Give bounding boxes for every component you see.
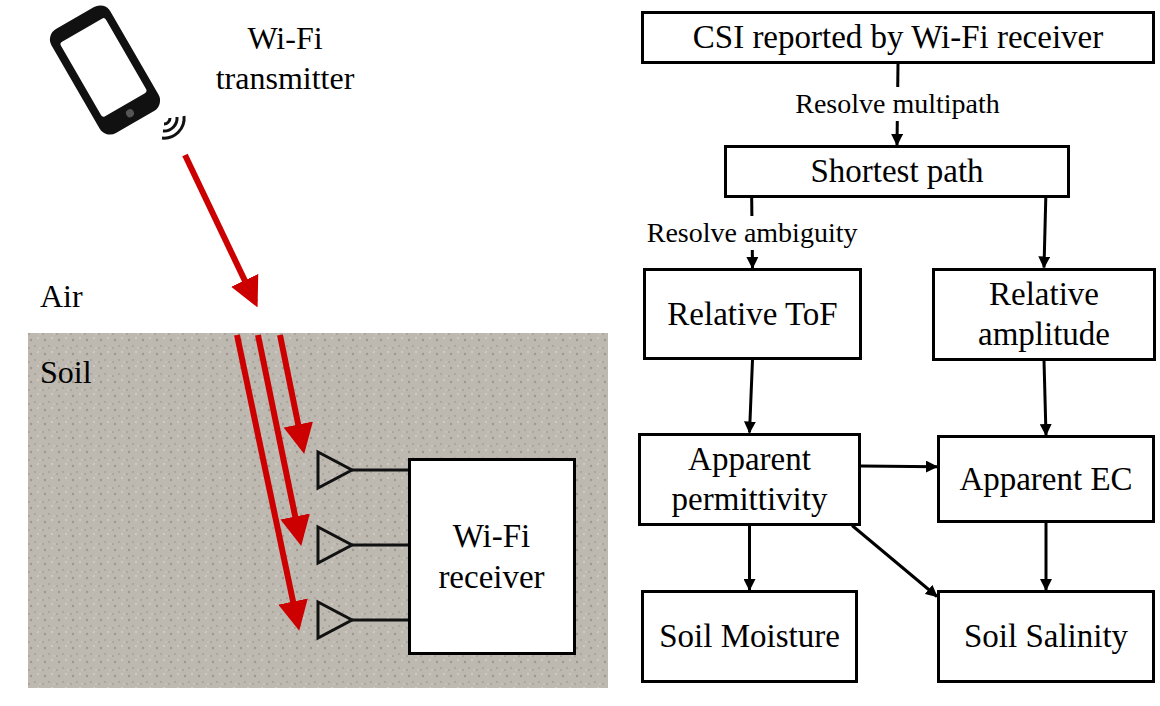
text-group: Soil Moisture — [651, 614, 848, 658]
node-text: CSI reported by Wi-Fi receiver — [685, 15, 1111, 59]
soil-region — [28, 333, 608, 688]
process-box: Soil Salinity — [937, 590, 1155, 683]
process-box: Relative amplitude — [932, 268, 1156, 361]
flow-arrow — [1045, 523, 1048, 590]
text-group: Relative ToF — [659, 292, 845, 336]
flow-arrow — [852, 526, 937, 597]
flow-arrow — [748, 526, 751, 591]
text-group: Apparent permittivity — [641, 437, 858, 522]
receiver-box: Wi-Fi receiver — [408, 458, 576, 655]
text-group: Relative amplitude — [935, 272, 1153, 357]
text-group: Shortest path — [802, 149, 991, 193]
process-box: Soil Moisture — [641, 590, 858, 683]
signal-waves — [162, 116, 184, 138]
radio-path-arrows — [185, 155, 303, 625]
process-box: CSI reported by Wi-Fi receiver — [641, 11, 1155, 64]
edge-label: Resolve multipath — [791, 87, 1004, 121]
flow-arrow — [1044, 198, 1046, 268]
node-text: Soil Moisture — [651, 614, 848, 658]
antenna-symbols — [318, 452, 416, 638]
text-group: Wi-Fi receiver — [414, 514, 570, 599]
process-box: Shortest path — [724, 145, 1070, 198]
phone-icon — [46, 1, 165, 139]
flow-arrow — [750, 360, 753, 433]
process-box: Apparent EC — [937, 435, 1155, 523]
process-box: Apparent permittivity — [638, 433, 861, 526]
free-label: Air — [40, 276, 120, 316]
text-group: Apparent EC — [951, 457, 1140, 501]
node-text: Wi-Fi receiver — [414, 514, 570, 599]
node-text: Soil Salinity — [956, 614, 1136, 658]
node-text: Shortest path — [802, 149, 991, 193]
flow-arrow — [861, 464, 937, 468]
text-group: CSI reported by Wi-Fi receiver — [685, 15, 1111, 59]
node-text: Relative ToF — [659, 292, 845, 336]
text-group: Soil Salinity — [956, 614, 1136, 658]
node-text: Apparent permittivity — [641, 437, 858, 522]
node-text: Relative amplitude — [935, 272, 1153, 357]
flow-arrow — [1044, 361, 1046, 436]
node-text: Apparent EC — [951, 457, 1140, 501]
free-label: Soil — [40, 352, 120, 392]
process-box: Relative ToF — [643, 268, 862, 360]
free-label: Wi-Fi transmitter — [195, 18, 375, 98]
edge-label: Resolve ambiguity — [643, 216, 862, 250]
